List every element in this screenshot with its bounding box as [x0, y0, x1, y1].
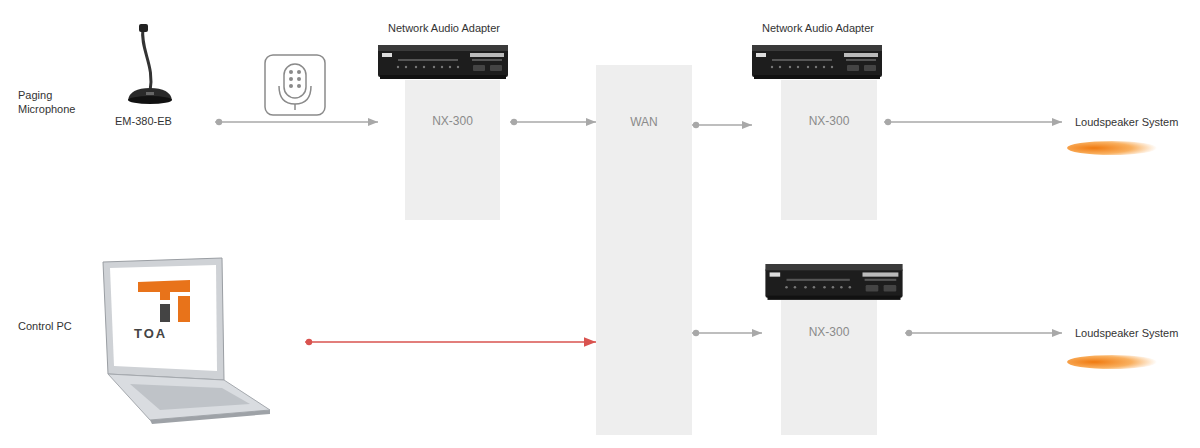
box-fill	[781, 80, 877, 220]
laptop-illustration	[103, 258, 270, 424]
node-text: Loudspeaker System	[1075, 115, 1192, 129]
loudspeaker-node: Loudspeaker System	[1062, 110, 1194, 160]
connector-arrow	[692, 122, 752, 128]
connector-arrow	[692, 330, 762, 336]
node-text: NX-300	[405, 114, 500, 128]
node-text: Loudspeaker System	[1075, 326, 1192, 340]
connector-arrow	[510, 119, 596, 125]
node-text: Paging Microphone	[18, 88, 93, 116]
node-text: WAN	[596, 115, 692, 129]
node-text: NX-300	[781, 114, 877, 128]
microphone-illustration	[128, 24, 172, 104]
node-text: Network Audio Adapter	[752, 21, 884, 35]
microphone-icon	[265, 55, 325, 115]
microphone-node: Paging MicrophoneEM-380-EB	[15, 20, 215, 140]
box-fill	[781, 300, 877, 435]
box-fill	[405, 80, 500, 220]
speaker-glow	[1067, 141, 1157, 155]
connector-arrow	[215, 119, 378, 125]
adapter-node: Network Audio AdapterNX-300	[752, 18, 884, 220]
node-text: Network Audio Adapter	[378, 21, 510, 35]
speaker-glow	[1067, 355, 1157, 369]
loudspeaker-node: Loudspeaker System	[1062, 320, 1194, 370]
node-text: NX-300	[781, 325, 877, 339]
connector-arrow	[884, 119, 1062, 125]
adapter-illustration	[765, 264, 902, 300]
adapter-illustration	[378, 45, 508, 79]
logo-text: TOA	[134, 326, 167, 341]
connector-arrow	[305, 339, 596, 345]
node-text: EM-380-EB	[115, 114, 205, 128]
adapter-node: NX-300	[762, 262, 905, 435]
adapter-illustration	[752, 45, 882, 79]
adapter-node: Network Audio AdapterNX-300	[378, 18, 510, 220]
connector-arrow	[905, 330, 1062, 336]
wan-node: WAN	[596, 65, 692, 435]
node-text: Control PC	[18, 319, 98, 333]
